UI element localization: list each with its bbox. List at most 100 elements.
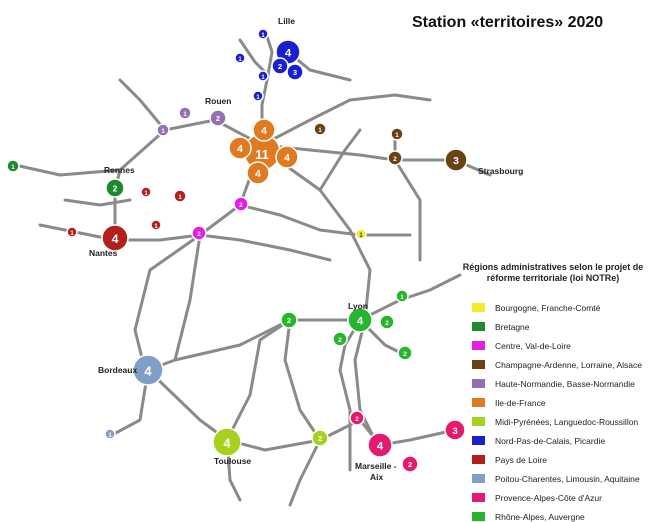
legend-item: Midi-Pyrénées, Languedoc-Roussillon: [458, 412, 648, 431]
station-marker: [257, 28, 269, 40]
legend-label: Bretagne: [495, 321, 530, 332]
station-le-havre: 1: [178, 106, 192, 120]
station-count: 1: [154, 224, 158, 230]
city-label-aix: Aix: [370, 472, 384, 482]
station-count: 4: [255, 169, 261, 180]
station-marker: [228, 136, 252, 160]
station-tours: 2: [191, 225, 207, 241]
legend-swatch: [472, 417, 485, 426]
city-label-lyon: Lyon: [348, 301, 368, 311]
legend-label: Rhône-Alpes, Auvergne: [495, 511, 585, 522]
legend-label: Poitou-Charentes, Limousin, Aquitaine: [495, 473, 640, 484]
station-count: 4: [237, 144, 243, 155]
station-count: 4: [112, 232, 119, 246]
station-count: 4: [144, 364, 152, 379]
station-marker: [444, 419, 466, 441]
station-laval: 1: [140, 186, 152, 198]
legend-label: Nord-Pas-de-Calais, Picardie: [495, 435, 606, 446]
station-paris-w: 4: [228, 136, 252, 160]
legend-label: Pays de Loire: [495, 454, 547, 465]
station-marker: [387, 150, 403, 166]
station-montpellier: 2: [311, 429, 329, 447]
station-marseille: 4: [367, 432, 393, 458]
station-count: 11: [255, 147, 269, 162]
station-count: 2: [393, 156, 397, 163]
station-marker: [395, 289, 409, 303]
station-marker: [191, 225, 207, 241]
station-marker: [104, 428, 116, 440]
station-reims: 1: [313, 122, 327, 136]
station-strasbourg: 3: [444, 148, 468, 172]
station-count: 1: [359, 233, 363, 239]
legend-swatch: [472, 455, 485, 464]
station-count: 1: [183, 112, 187, 118]
legend: Régions administratives selon le projet …: [458, 262, 648, 522]
legend-label: Provence-Alpes-Côte d'Azur: [495, 492, 602, 503]
station-marker: [252, 118, 276, 142]
legend-title-line2: réforme territoriale (loi NOTRe): [486, 273, 620, 283]
legend-item: Nord-Pas-de-Calais, Picardie: [458, 431, 648, 450]
station-marker: [401, 455, 419, 473]
station-count: 2: [287, 316, 291, 325]
legend-swatch: [472, 360, 485, 369]
station-count: 1: [108, 433, 112, 439]
station-nancy: 2: [387, 150, 403, 166]
legend-label: Haute-Normandie, Basse-Normandie: [495, 378, 635, 389]
station-marker: [355, 228, 367, 240]
station-count: 1: [256, 95, 260, 101]
station-marker: [132, 354, 164, 386]
station-count: 1: [261, 33, 265, 39]
station-marker: [252, 90, 264, 102]
legend-item: Centre, Val-de-Loire: [458, 336, 648, 355]
station-count: 2: [403, 351, 407, 358]
station-marker: [313, 122, 327, 136]
station-lille-2: 2: [271, 57, 289, 75]
station-chambery: 2: [379, 314, 395, 330]
station-marker: [150, 219, 162, 231]
station-marker: [101, 224, 129, 252]
station-st-nazaire: 1: [66, 226, 78, 238]
legend-label: Midi-Pyrénées, Languedoc-Roussillon: [495, 416, 639, 427]
legend-item: Haute-Normandie, Basse-Normandie: [458, 374, 648, 393]
station-st-etienne: 2: [332, 331, 348, 347]
station-count: 4: [223, 435, 231, 450]
legend-item: Bourgogne, Franche-Comté: [458, 298, 648, 317]
station-count: 2: [318, 434, 322, 443]
station-marker: [397, 345, 413, 361]
legend-swatch: [472, 398, 485, 407]
station-marker: [246, 161, 270, 185]
station-marker: [311, 429, 329, 447]
station-marker: [156, 123, 170, 137]
legend-title-line1: Régions administratives selon le projet …: [462, 262, 644, 272]
station-marker: [271, 57, 289, 75]
station-count: 1: [70, 231, 74, 237]
station-arras: 1: [257, 70, 269, 82]
city-label-bordeaux: Bordeaux: [98, 365, 137, 375]
station-toulouse: 4: [212, 427, 242, 457]
station-toulon: 2: [401, 455, 419, 473]
station-count: 2: [385, 320, 389, 327]
station-marker: [178, 106, 192, 120]
legend-swatch: [472, 474, 485, 483]
legend-item: Champagne-Ardenne, Lorraine, Alsace: [458, 355, 648, 374]
station-marker: [332, 331, 348, 347]
station-orleans: 2: [233, 196, 249, 212]
station-marker: [286, 63, 304, 81]
legend-swatch: [472, 436, 485, 445]
station-marker: [280, 311, 298, 329]
station-count: 1: [238, 57, 242, 63]
station-marker: [257, 70, 269, 82]
station-count: 2: [197, 231, 201, 238]
station-bordeaux: 4: [132, 354, 164, 386]
legend-label: Champagne-Ardenne, Lorraine, Alsace: [495, 359, 642, 370]
legend-swatch: [472, 322, 485, 331]
station-count: 4: [357, 316, 364, 328]
station-metz: 1: [390, 127, 404, 141]
city-label-marseille: Marseille -: [355, 461, 397, 471]
station-avignon: 2: [349, 410, 365, 426]
station-brest: 1: [6, 159, 20, 173]
